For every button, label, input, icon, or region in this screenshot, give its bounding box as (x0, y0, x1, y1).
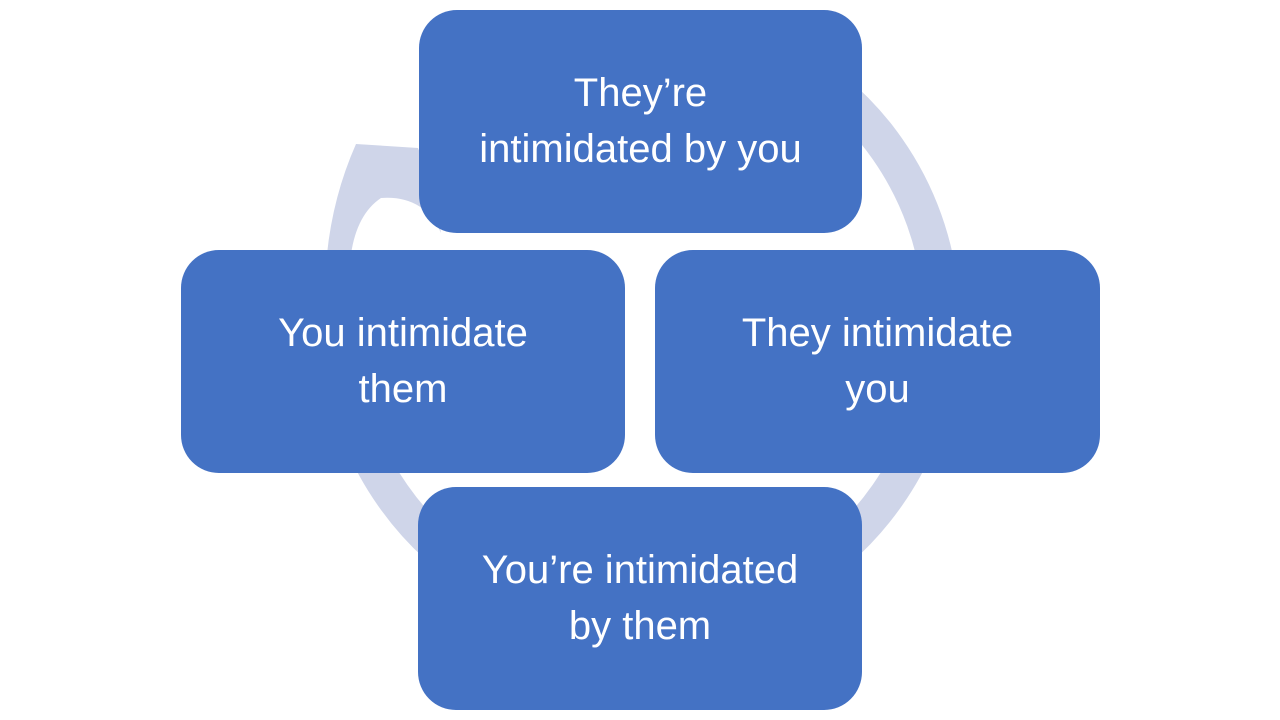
cycle-node-left-label: You intimidate them (278, 311, 528, 411)
cycle-node-bottom: You’re intimidated by them (418, 487, 862, 710)
cycle-node-right-label: They intimidate you (741, 311, 1014, 411)
cycle-arrowhead-icon (327, 144, 441, 254)
cycle-node-right: They intimidate you (655, 250, 1100, 473)
cycle-node-top: They’re intimidated by you (419, 10, 862, 233)
cycle-node-top-label: They’re intimidated by you (479, 71, 802, 171)
cycle-node-left: You intimidate them (181, 250, 625, 473)
cycle-node-bottom-label: You’re intimidated by them (481, 548, 799, 648)
